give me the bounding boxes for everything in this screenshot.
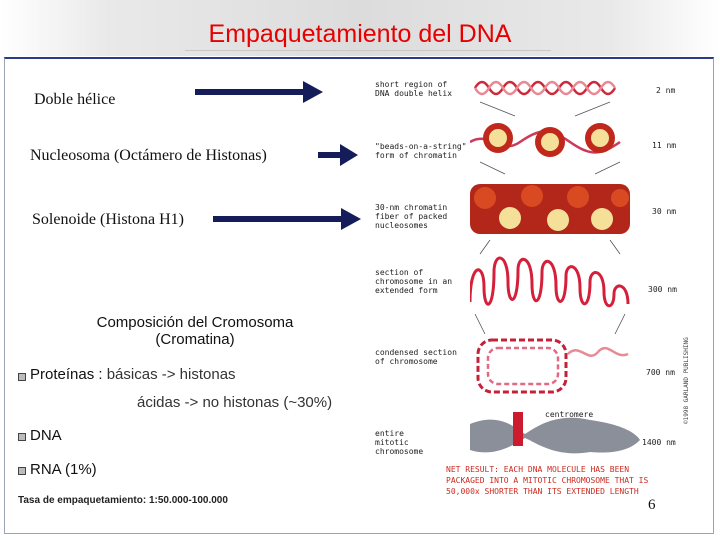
- bullet-icon: [18, 433, 26, 441]
- label-nucleosoma: Nucleosoma (Octámero de Histonas): [30, 147, 267, 164]
- fig-label-centromere: centromere: [545, 410, 594, 419]
- label-solenoide: Solenoide (Histona H1): [32, 211, 184, 228]
- fig-label-mitotic: entire mitotic chromosome: [375, 429, 424, 456]
- scale-extended: 300 nm: [648, 285, 677, 294]
- mitotic-chromosome-drawing: [470, 412, 640, 454]
- fig-label-beads: "beads-on-a-string" form of chromatin: [375, 142, 467, 160]
- scale-helix: 2 nm: [656, 86, 676, 95]
- scale-condensed: 700 nm: [646, 368, 675, 377]
- header-band: [0, 0, 720, 56]
- arrow-solenoide-icon: [213, 208, 361, 230]
- arrow-helice-icon: [195, 81, 323, 103]
- content-frame: [4, 57, 714, 534]
- condensed-chromosome-drawing: [476, 338, 629, 394]
- proteinas-line: Proteínas : básicas -> histonas: [30, 366, 236, 383]
- proteinas-acidas: ácidas -> no histonas (~30%): [137, 394, 333, 411]
- scale-mitotic: 1400 nm: [642, 438, 676, 447]
- solenoid-fiber-drawing: [470, 184, 630, 234]
- bullet-icon: [18, 373, 26, 381]
- extended-chromosome-drawing: [470, 256, 630, 308]
- label-doble-helice: Doble hélice: [34, 91, 116, 108]
- fig-label-extended: section of chromosome in an extended for…: [375, 268, 453, 295]
- composicion-title: Composición del Cromosoma: [96, 314, 294, 331]
- scale-beads: 11 nm: [652, 141, 677, 150]
- slide-title: Empaquetamiento del DNA: [208, 20, 512, 48]
- fig-label-condensed: condensed section of chromosome: [375, 348, 457, 366]
- arrow-nucleosoma-icon: [318, 144, 358, 166]
- centromere-marker: [513, 412, 523, 446]
- chromatin-packing-figure: [470, 80, 640, 454]
- composicion-subtitle: (Cromatina): [155, 331, 235, 348]
- slide-number: 6: [648, 497, 656, 513]
- rna-item: RNA (1%): [30, 461, 97, 478]
- dna-helix-drawing: [473, 80, 617, 96]
- proteinas-basicas: básicas -> histonas: [106, 366, 236, 383]
- tasa-empaquetamiento: Tasa de empaquetamiento: 1:50.000-100.00…: [18, 495, 228, 506]
- figure-caption: NET RESULT: EACH DNA MOLECULE HAS BEEN P…: [446, 465, 649, 496]
- nucleosome-beads-drawing: [470, 123, 621, 157]
- fig-label-helix: short region of DNA double helix: [375, 80, 453, 98]
- fig-label-fiber: 30-nm chromatin fiber of packed nucleoso…: [375, 203, 448, 230]
- bullet-icon: [18, 467, 26, 475]
- scale-fiber: 30 nm: [652, 207, 677, 216]
- dna-item: DNA: [30, 427, 62, 444]
- title-divider: [185, 50, 551, 51]
- proteinas-label: Proteínas :: [30, 366, 107, 383]
- figure-credit: ©1998 GARLAND PUBLISHING: [683, 337, 690, 424]
